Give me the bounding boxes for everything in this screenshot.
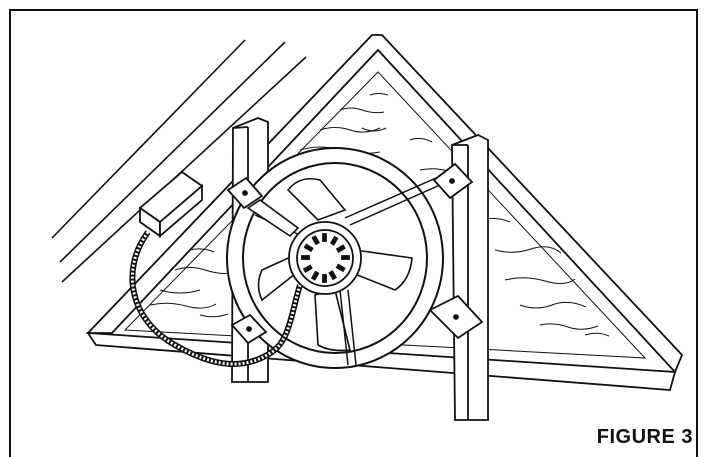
fan-motor <box>288 221 362 295</box>
junction-box <box>138 170 204 238</box>
right-stud <box>451 134 489 421</box>
mounting-brackets <box>226 162 484 345</box>
roof-rafters <box>51 39 307 283</box>
thermostat-bracket <box>246 199 300 238</box>
figure-border <box>9 9 698 457</box>
figure-caption: FIGURE 3 <box>596 426 693 448</box>
flexible-conduit <box>129 230 303 368</box>
